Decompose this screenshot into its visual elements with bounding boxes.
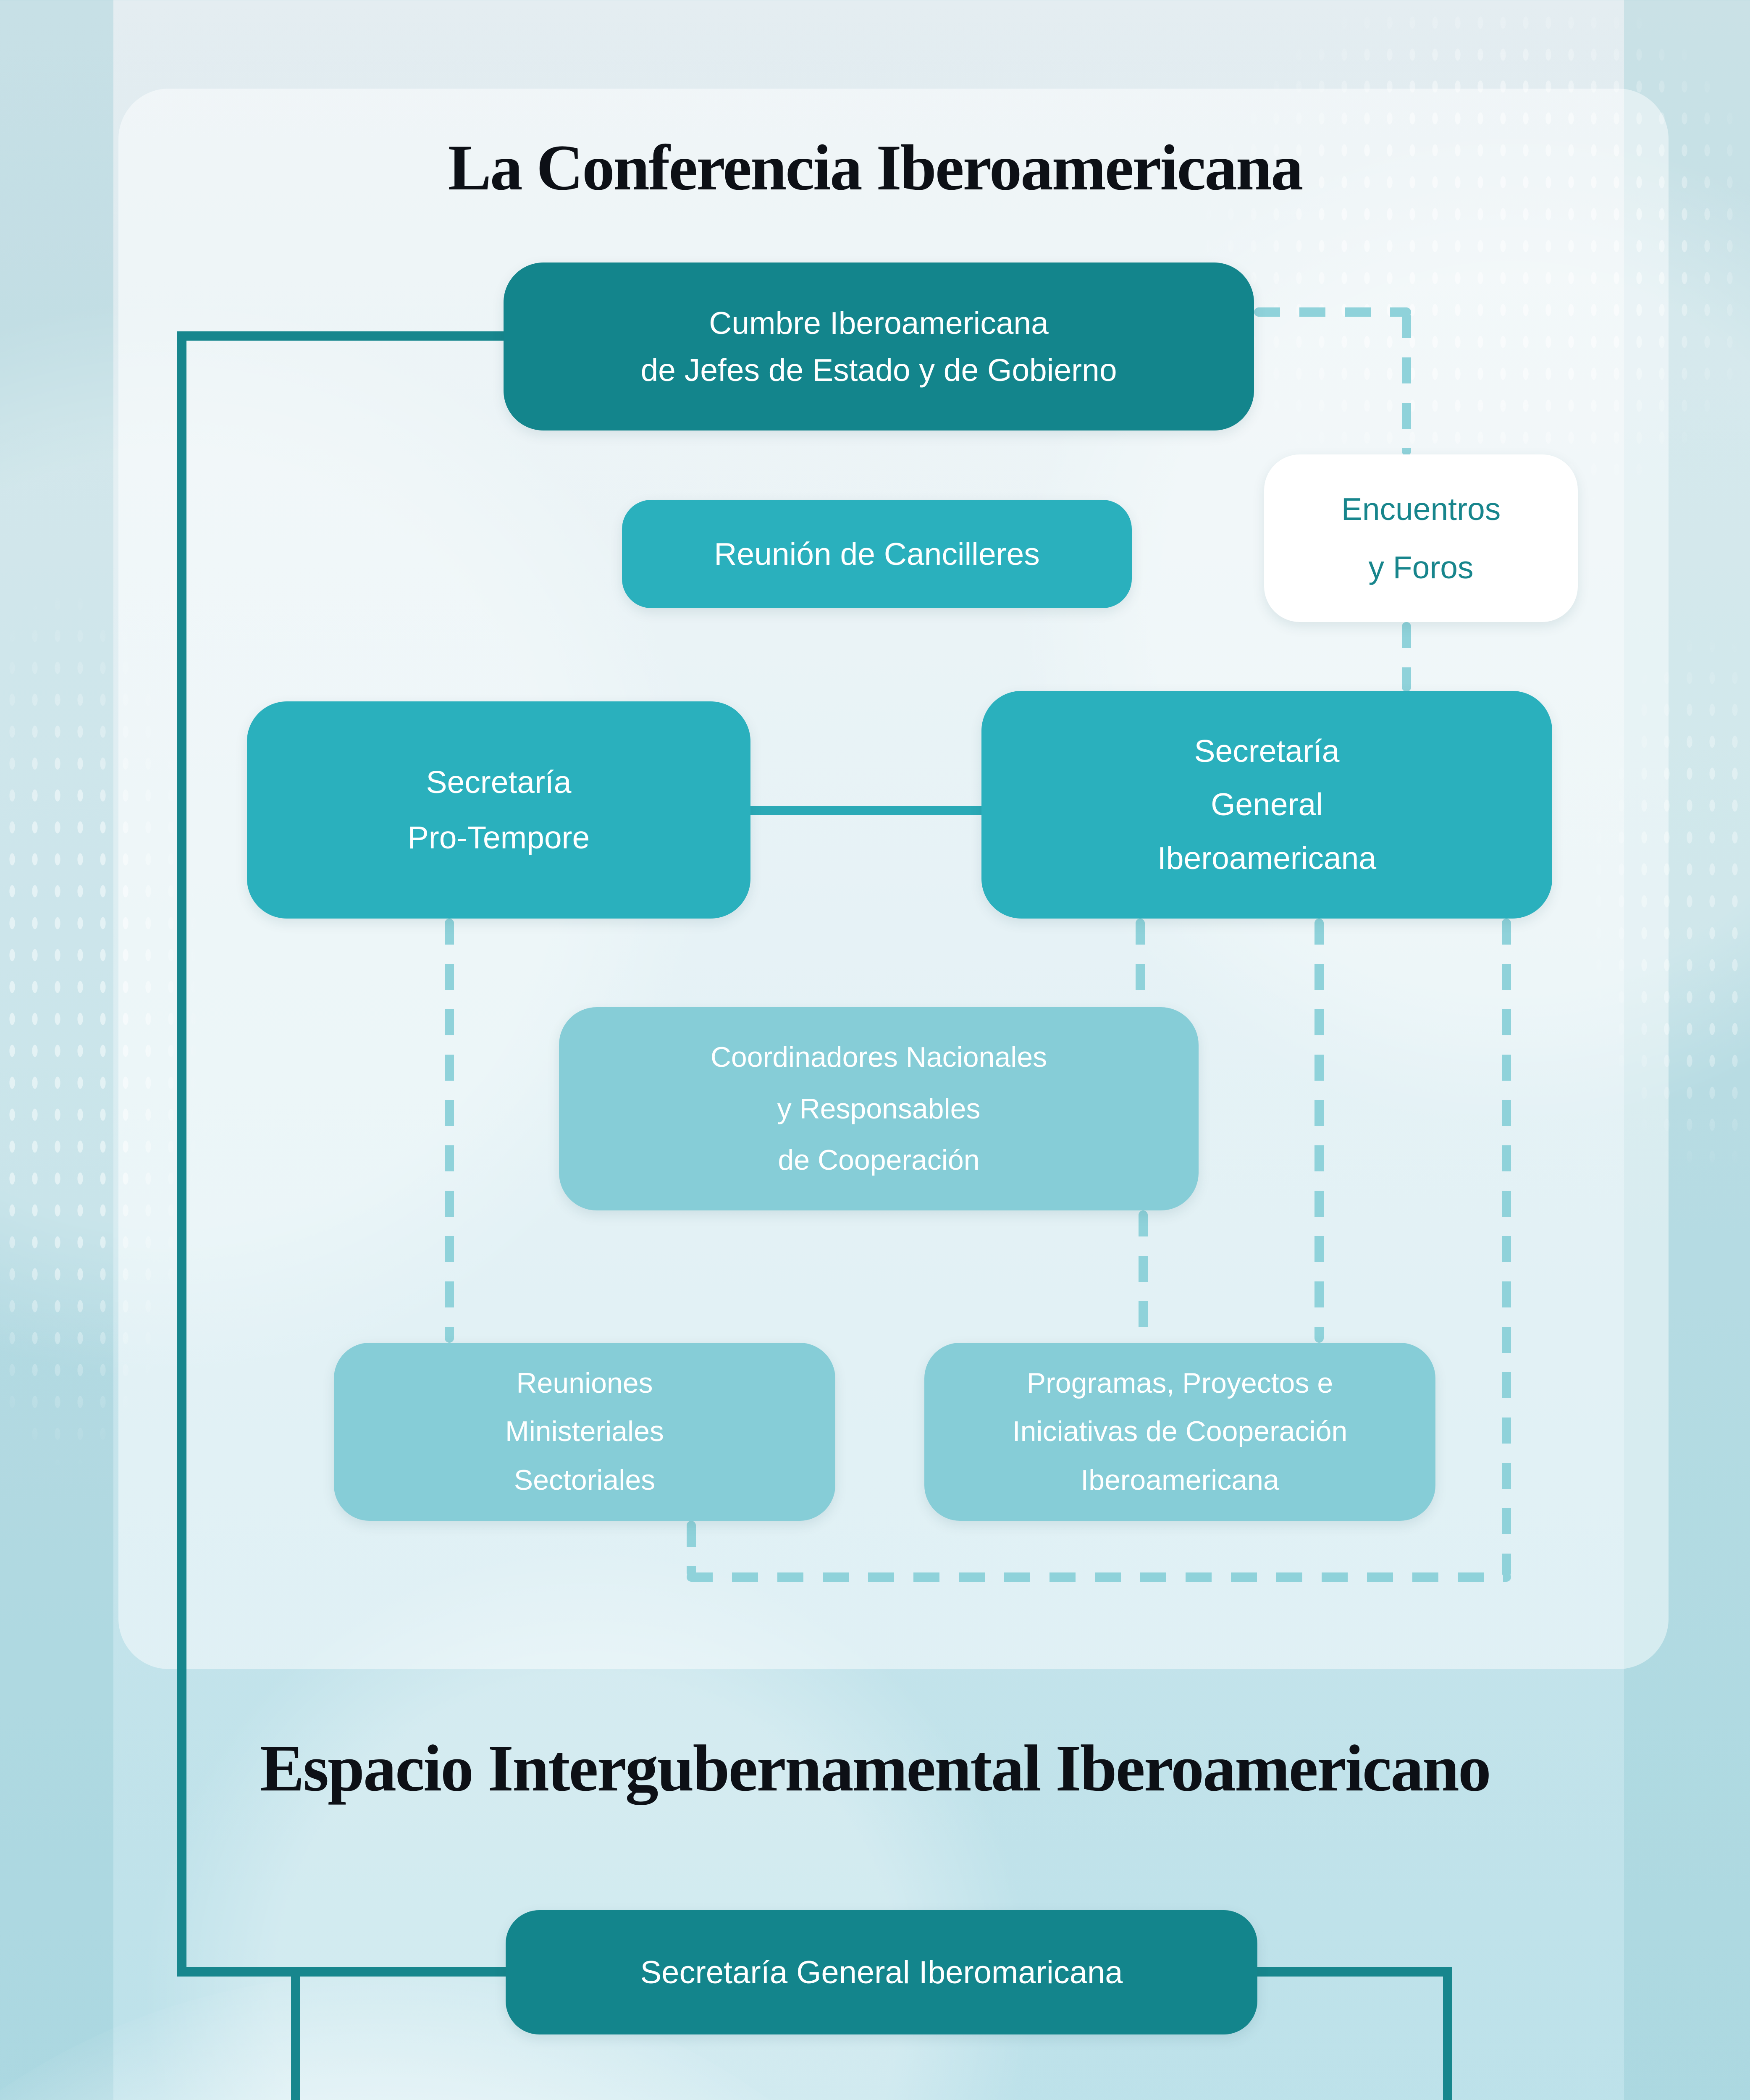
dashed-reuniones-bottom xyxy=(687,1521,696,1577)
node-coordinadores-label: Coordinadores Nacionales y Responsables … xyxy=(710,1041,1047,1176)
connector-segib2-right xyxy=(1257,1967,1452,1977)
connector-left-spine xyxy=(177,331,186,1977)
connector-cumbre-left xyxy=(182,331,504,341)
dashed-bottom-path xyxy=(687,1572,1511,1582)
dashed-right-return xyxy=(1502,919,1511,1577)
node-secretaria-general-espacio: Secretaría General Iberomaricana xyxy=(506,1910,1257,2034)
connector-protempore-segib xyxy=(750,806,981,815)
dashed-encuentros-segib xyxy=(1402,622,1411,692)
dashed-segib-coordinadores xyxy=(1136,919,1145,1008)
node-secretaria-general: Secretaría General Iberoamericana xyxy=(981,691,1552,919)
node-cumbre-label: Cumbre Iberoamericana de Jefes de Estado… xyxy=(640,305,1117,388)
section-title-espacio: Espacio Intergubernamental Iberoamerican… xyxy=(260,1732,1491,1805)
node-coordinadores: Coordinadores Nacionales y Responsables … xyxy=(559,1007,1199,1210)
node-programas: Programas, Proyectos e Iniciativas de Co… xyxy=(924,1343,1435,1521)
dashed-to-encuentros xyxy=(1402,312,1411,456)
dashed-segib-programas xyxy=(1314,919,1324,1343)
dashed-protempore-reuniones xyxy=(445,919,454,1343)
node-encuentros: Encuentros y Foros xyxy=(1264,454,1578,622)
connector-segib2-left xyxy=(182,1967,506,1977)
node-reuniones-label: Reuniones Ministeriales Sectoriales xyxy=(505,1367,664,1496)
node-programas-label: Programas, Proyectos e Iniciativas de Co… xyxy=(1012,1367,1348,1496)
connector-drop-comjib-4 xyxy=(1443,1972,1452,2100)
node-cancilleres: Reunión de Cancilleres xyxy=(622,500,1132,608)
dashed-coordinadores-programas xyxy=(1139,1210,1148,1343)
node-cancilleres-label: Reunión de Cancilleres xyxy=(714,536,1040,572)
node-secretaria-general-label: Secretaría General Iberoamericana xyxy=(1157,733,1377,876)
page-title: La Conferencia Iberoamericana xyxy=(448,131,1304,204)
dashed-cumbre-right xyxy=(1254,307,1411,317)
node-pro-tempore: Secretaría Pro-Tempore xyxy=(247,701,750,919)
node-secretaria-general-espacio-label: Secretaría General Iberomaricana xyxy=(640,1954,1123,1990)
node-cumbre: Cumbre Iberoamericana de Jefes de Estado… xyxy=(504,262,1254,430)
node-reuniones: Reuniones Ministeriales Sectoriales xyxy=(334,1343,835,1521)
connector-drop-comjib-1 xyxy=(291,1972,300,2100)
node-encuentros-label: Encuentros y Foros xyxy=(1341,491,1501,585)
node-pro-tempore-label: Secretaría Pro-Tempore xyxy=(407,764,590,855)
